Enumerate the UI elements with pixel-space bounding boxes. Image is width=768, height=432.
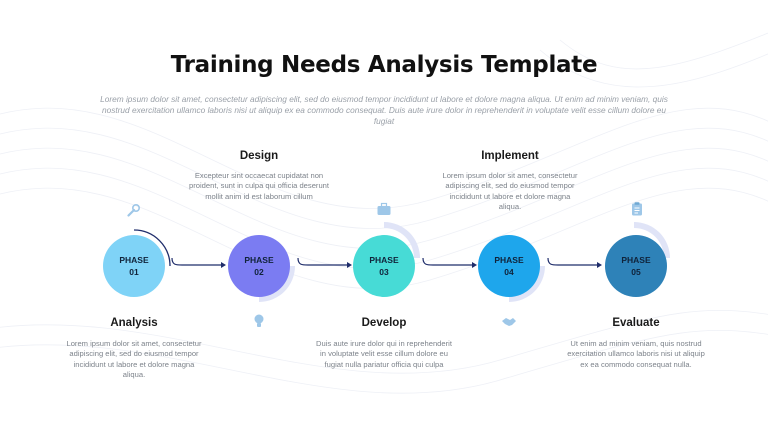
- phase-4-title: Implement: [481, 150, 539, 162]
- phase-1-title: Analysis: [110, 317, 158, 329]
- phase-5-description: Ut enim ad minim veniam, quis nostrud ex…: [567, 339, 705, 369]
- wrench-gear-icon: [127, 203, 141, 217]
- phase-2-arc: [259, 266, 295, 302]
- handshake-icon: [502, 318, 516, 326]
- connector-4-5: [547, 258, 602, 268]
- phase-3-circle: PHASE 03: [353, 235, 415, 297]
- phase-5-title: Evaluate: [612, 317, 660, 329]
- connector-2-3: [297, 258, 352, 268]
- phase-3-label: PHASE: [369, 255, 399, 265]
- phase-5-label: PHASE: [621, 255, 651, 265]
- phase-2-description: Excepteur sint occaecat cupidatat non pr…: [189, 171, 330, 201]
- phase-5-number: 05: [631, 267, 641, 277]
- briefcase-icon: [377, 202, 391, 215]
- lightbulb-icon: [254, 314, 264, 327]
- phase-5-arc: [634, 222, 670, 258]
- page-subtitle: Lorem ipsum dolor sit amet, consectetur …: [100, 94, 668, 126]
- phase-2-label: PHASE: [244, 255, 274, 265]
- page-title: Training Needs Analysis Template: [170, 52, 598, 78]
- connector-3-4: [422, 258, 477, 268]
- phase-4-description: Lorem ipsum dolor sit amet, consectetur …: [442, 171, 578, 212]
- phase-1-description: Lorem ipsum dolor sit amet, consectetur …: [66, 339, 202, 380]
- clipboard-icon: [632, 202, 642, 216]
- phase-3-number: 03: [379, 267, 389, 277]
- phase-1-arc: [133, 229, 171, 267]
- phase-5-circle: PHASE 05: [605, 235, 667, 297]
- phase-1-number: 01: [129, 267, 139, 277]
- phase-2-circle: PHASE 02: [228, 235, 290, 297]
- phase-4-label: PHASE: [494, 255, 524, 265]
- phase-4-circle: PHASE 04: [478, 235, 540, 297]
- phase-3-title: Develop: [361, 317, 407, 329]
- phase-4-number: 04: [504, 267, 514, 277]
- phase-2-number: 02: [254, 267, 264, 277]
- phase-3-description: Duis aute irure dolor qui in reprehender…: [316, 339, 452, 369]
- connector-1-2: [171, 258, 226, 268]
- phase-4-arc: [509, 266, 545, 302]
- phase-2-title: Design: [239, 150, 279, 162]
- phase-3-arc: [384, 222, 420, 258]
- phase-1-circle: PHASE 01: [103, 235, 165, 297]
- phase-1-label: PHASE: [119, 255, 149, 265]
